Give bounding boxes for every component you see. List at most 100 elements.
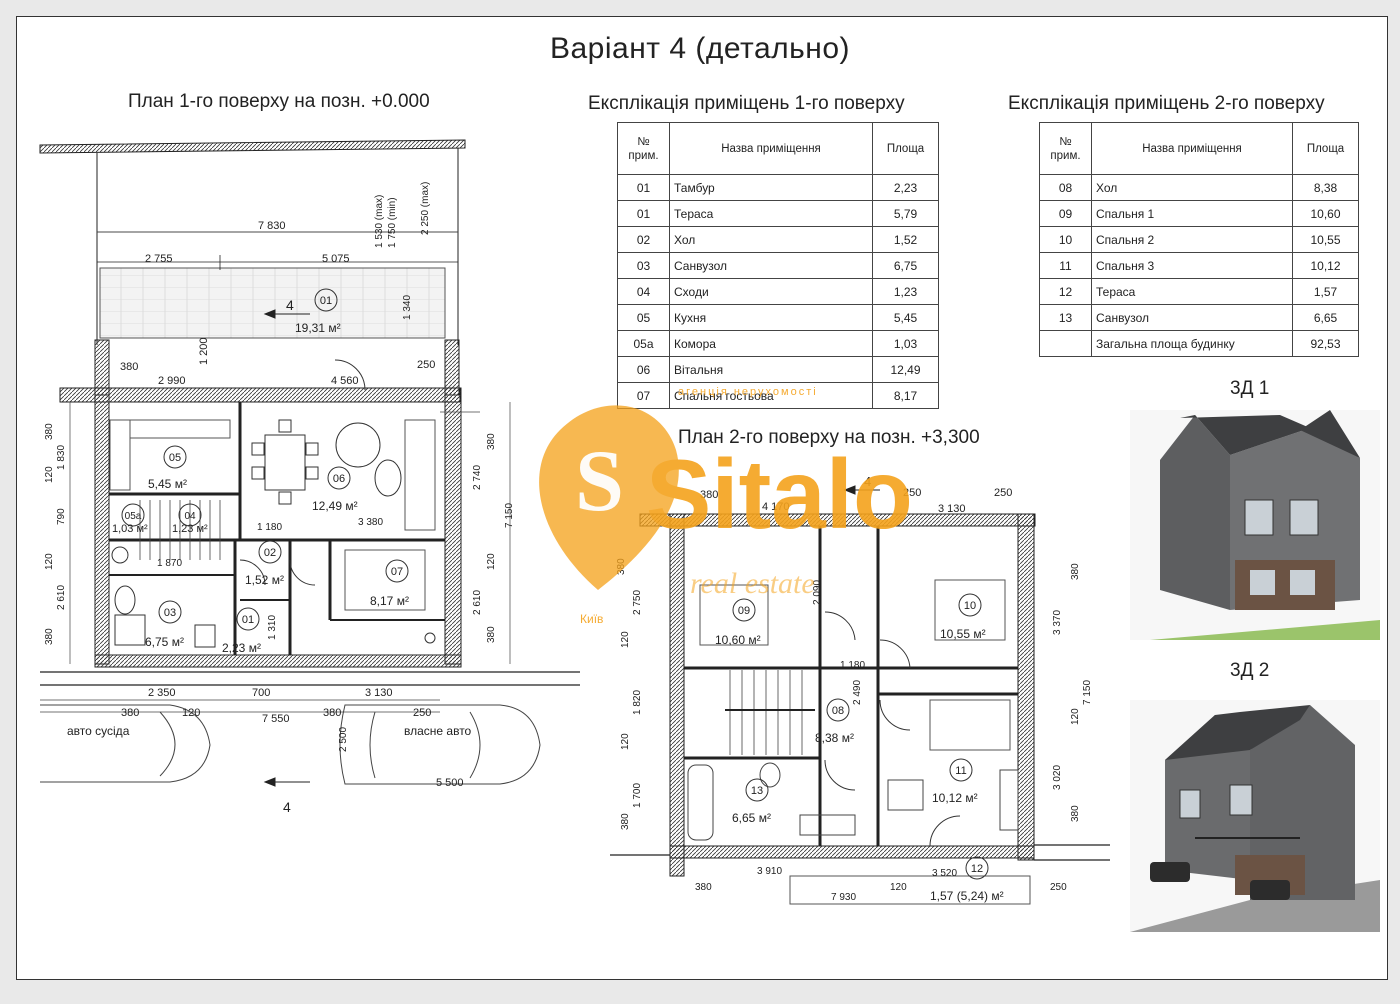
- cell-area: 1,57: [1292, 278, 1359, 305]
- dim: 3 910: [757, 866, 782, 877]
- cell-name: Тераса: [1091, 278, 1293, 305]
- floor1-heading: План 1-го поверху на позн. +0.000: [128, 91, 430, 112]
- table-header-row: № прим. Назва приміщення Площа: [617, 122, 939, 175]
- dim: 120: [1070, 708, 1081, 725]
- dim: 1 310: [267, 615, 278, 640]
- dim: 7 550: [262, 713, 290, 725]
- table-header-row: № прим. Назва приміщення Площа: [1039, 122, 1359, 175]
- dim: 250: [413, 707, 431, 719]
- dim: 700: [252, 687, 270, 699]
- dim: 3 380: [358, 517, 383, 528]
- room-number: 04: [184, 511, 196, 522]
- dim: 1 870: [157, 558, 182, 569]
- col-area-header: Площа: [872, 122, 939, 175]
- dim: 2 990: [158, 375, 186, 387]
- cell-name: Тамбур: [669, 174, 873, 201]
- room-number: 05а: [125, 511, 142, 522]
- 3d-view-2: [1130, 700, 1380, 932]
- dim: 2 090: [812, 580, 823, 605]
- dim: 250: [417, 359, 435, 371]
- dim: 1 830: [56, 445, 67, 470]
- page-title: Варіант 4 (детально): [549, 32, 851, 65]
- floor1-plan: [39, 139, 580, 787]
- dim: 380: [44, 628, 55, 645]
- dim: 2 610: [472, 590, 483, 615]
- dim: 4 170: [762, 501, 790, 513]
- cell-area: 10,12: [1292, 252, 1359, 279]
- dim: 380: [486, 433, 497, 450]
- dim: 380: [695, 882, 712, 893]
- room-area: 8,38 м²: [815, 731, 854, 745]
- dim: 250: [903, 487, 921, 499]
- dim: 380: [620, 813, 631, 830]
- cell-area: 10,55: [1292, 226, 1359, 253]
- col-area-header: Площа: [1292, 122, 1359, 175]
- dim: 3 020: [1052, 765, 1063, 790]
- floor2-labels: 4 380 4 170 250 3 130 250 380 2 750 120 …: [616, 474, 1093, 903]
- room-area: 2,23 м²: [222, 641, 261, 655]
- col-name-header: Назва приміщення: [669, 122, 873, 175]
- dim: 2 490: [852, 680, 863, 705]
- dim: 120: [620, 733, 631, 750]
- dim: 2 350: [148, 687, 176, 699]
- total-label: Загальна площа будинку: [1091, 330, 1293, 357]
- watermark-tagline: агенція нерухомості: [678, 386, 818, 398]
- cell-area: 1,23: [872, 278, 939, 305]
- dim: 2 610: [56, 585, 67, 610]
- cell-number: 03: [617, 252, 670, 279]
- dim: 250: [994, 487, 1012, 499]
- room-number: 03: [164, 607, 176, 619]
- dim: 380: [121, 707, 139, 719]
- cell-area: 8,17: [872, 382, 939, 409]
- room-area: 12,49 м²: [312, 499, 358, 513]
- cell-area: 2,23: [872, 174, 939, 201]
- dim: 790: [56, 508, 67, 525]
- dim: 3 370: [1052, 610, 1063, 635]
- cell-number: 13: [1039, 304, 1092, 331]
- cell-number: 06: [617, 356, 670, 383]
- dim: 120: [486, 553, 497, 570]
- watermark-city: Київ: [580, 612, 603, 626]
- cell-name: Спальня 3: [1091, 252, 1293, 279]
- room-number: 02: [264, 547, 276, 559]
- watermark-logo: S Sitalo агенція нерухомості real estate…: [539, 386, 913, 626]
- section-mark: 4: [864, 474, 871, 489]
- dim: 250: [1050, 882, 1067, 893]
- dim: 3 130: [938, 503, 966, 515]
- room-area: 6,75 м²: [145, 635, 184, 649]
- dim: 2 750: [632, 590, 643, 615]
- table2-heading: Експлікація приміщень 2-го поверху: [1008, 93, 1325, 114]
- room-area: 1,23 м²: [172, 523, 208, 535]
- cell-area: 12,49: [872, 356, 939, 383]
- dim: 1 180: [257, 522, 282, 533]
- dim: 7 830: [258, 220, 286, 232]
- dim: 3 130: [365, 687, 393, 699]
- room-area: 10,12 м²: [932, 791, 978, 805]
- dim: 1 200: [198, 337, 210, 365]
- view2-label: 3Д 2: [1230, 660, 1270, 681]
- dim: 2 500: [338, 727, 349, 752]
- room-area: 10,55 м²: [940, 627, 986, 641]
- room-number: 10: [964, 600, 976, 612]
- room-number: 07: [391, 566, 403, 578]
- room-area: 6,65 м²: [732, 811, 771, 825]
- table1-heading: Експлікація приміщень 1-го поверху: [588, 93, 905, 114]
- col-number-header: № прим.: [617, 122, 670, 175]
- dim: 120: [44, 466, 55, 483]
- dim: 2 740: [472, 465, 483, 490]
- cell-name: Спальня 1: [1091, 200, 1293, 227]
- dim: 1 530 (max): [374, 195, 385, 248]
- dim: 380: [1070, 563, 1081, 580]
- cell-name: Кухня: [669, 304, 873, 331]
- room-number: 06: [333, 473, 345, 485]
- room-number: 12: [971, 863, 983, 875]
- cell-name: Санвузол: [669, 252, 873, 279]
- cell-area: 5,45: [872, 304, 939, 331]
- dim: 2 250 (max): [420, 182, 431, 235]
